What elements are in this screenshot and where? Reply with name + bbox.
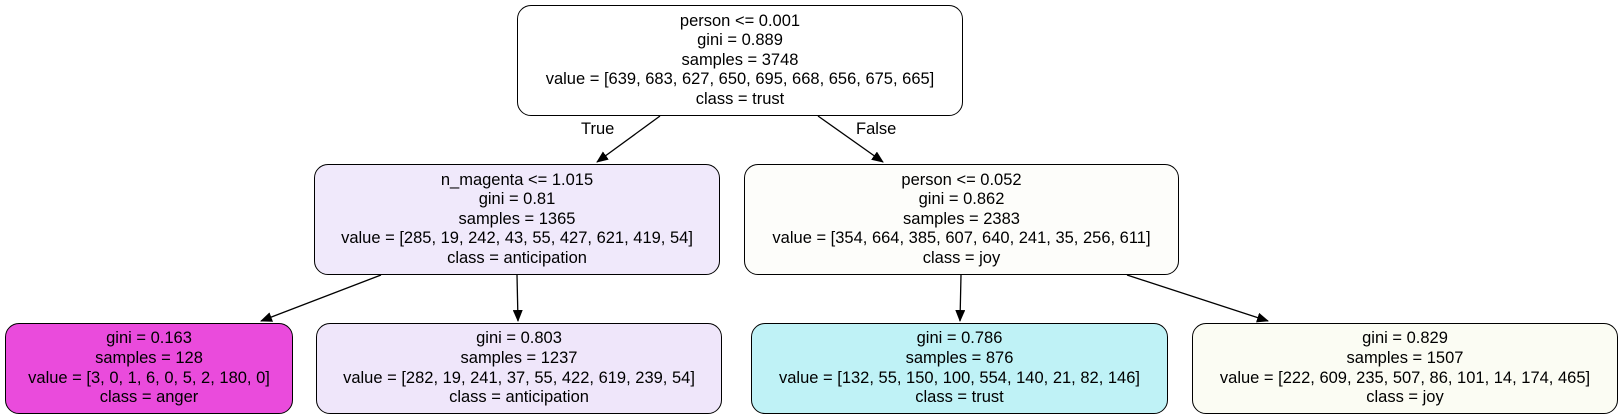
node-gini: gini = 0.829: [1362, 329, 1448, 348]
edge-label-false: False: [856, 120, 897, 138]
node-value: value = [132, 55, 150, 100, 554, 140, 21…: [778, 368, 1140, 387]
node-class: class = joy: [1366, 388, 1444, 407]
leaf-node-joy: gini = 0.829 samples = 1507 value = [222…: [1192, 323, 1618, 414]
node-gini: gini = 0.786: [916, 329, 1003, 348]
node-value: value = [222, 609, 235, 507, 86, 101, 14…: [1219, 368, 1591, 387]
right-split-node: person <= 0.052 gini = 0.862 samples = 2…: [744, 164, 1179, 275]
node-split-rule: n_magenta <= 1.015: [440, 170, 594, 189]
edge-root-to-left: [596, 115, 661, 163]
node-value: value = [639, 683, 627, 650, 695, 668, 6…: [545, 70, 935, 89]
node-value: value = [3, 0, 1, 6, 0, 5, 2, 180, 0]: [28, 368, 270, 387]
node-gini: gini = 0.889: [697, 31, 783, 50]
leaf-node-anger: gini = 0.163 samples = 128 value = [3, 0…: [5, 323, 293, 414]
left-split-node: n_magenta <= 1.015 gini = 0.81 samples =…: [314, 164, 720, 275]
node-class: class = anticipation: [447, 248, 587, 267]
node-value: value = [282, 19, 241, 37, 55, 422, 619,…: [343, 368, 695, 387]
node-samples: samples = 3748: [681, 50, 799, 69]
root-node: person <= 0.001 gini = 0.889 samples = 3…: [517, 5, 963, 116]
node-gini: gini = 0.862: [918, 190, 1005, 209]
node-class: class = joy: [922, 248, 1001, 267]
edge-label-true: True: [581, 120, 615, 138]
node-value: value = [354, 664, 385, 607, 640, 241, 3…: [772, 229, 1151, 248]
node-gini: gini = 0.163: [106, 329, 192, 348]
node-samples: samples = 876: [905, 348, 1014, 367]
node-class: class = anticipation: [449, 388, 589, 407]
node-class: class = trust: [695, 89, 785, 108]
node-class: class = anger: [99, 388, 199, 407]
edge-right-to-right-left: [955, 274, 966, 322]
node-gini: gini = 0.803: [476, 329, 562, 348]
node-samples: samples = 128: [95, 348, 203, 367]
node-class: class = trust: [915, 388, 1004, 407]
node-split-rule: person <= 0.001: [679, 11, 801, 30]
node-gini: gini = 0.81: [478, 190, 556, 209]
node-samples: samples = 2383: [903, 209, 1020, 228]
edge-left-to-left-left: [260, 274, 382, 322]
node-samples: samples = 1365: [458, 209, 576, 228]
leaf-node-trust: gini = 0.786 samples = 876 value = [132,…: [751, 323, 1168, 414]
edge-left-to-left-right: [512, 274, 523, 322]
node-samples: samples = 1237: [460, 348, 578, 367]
node-value: value = [285, 19, 242, 43, 55, 427, 621,…: [341, 229, 693, 248]
leaf-node-anticipation: gini = 0.803 samples = 1237 value = [282…: [316, 323, 722, 414]
node-samples: samples = 1507: [1346, 348, 1464, 367]
edge-right-to-right-right: [1126, 274, 1269, 323]
node-split-rule: person <= 0.052: [901, 170, 1022, 189]
edge-root-to-right: [817, 115, 884, 163]
